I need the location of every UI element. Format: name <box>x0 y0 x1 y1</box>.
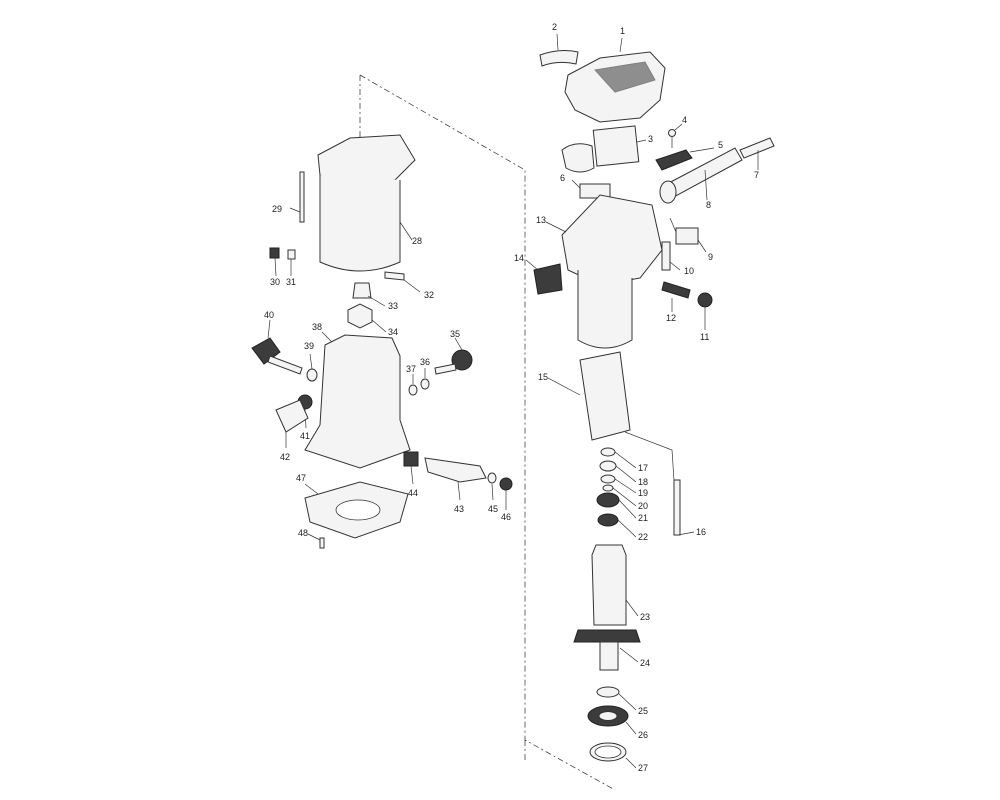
release-lever <box>424 457 487 501</box>
nut-46 <box>499 477 513 510</box>
part-label-17: 17 <box>638 463 648 473</box>
part-label-19: 19 <box>638 488 648 498</box>
assembly-boundary-line <box>359 74 616 791</box>
part-label-37: 37 <box>406 364 416 374</box>
retaining-ring <box>596 686 637 711</box>
part-label-24: 24 <box>640 658 650 668</box>
part-label-38: 38 <box>312 322 322 332</box>
part-label-15: 15 <box>538 372 548 382</box>
part-label-9: 9 <box>708 252 713 262</box>
brush-holder <box>661 241 681 271</box>
part-label-46: 46 <box>501 512 511 522</box>
part-label-42: 42 <box>280 452 290 462</box>
motor-housing <box>545 194 663 349</box>
part-label-25: 25 <box>638 706 648 716</box>
brush-cap <box>697 292 713 330</box>
part-label-48: 48 <box>298 528 308 538</box>
part-label-8: 8 <box>706 200 711 210</box>
part-label-6: 6 <box>560 173 565 183</box>
washer-45 <box>487 472 497 501</box>
part-label-2: 2 <box>552 22 557 32</box>
lock-lever <box>251 319 303 375</box>
part-labels: 1 2 3 4 5 6 7 8 9 10 11 12 13 14 15 16 1… <box>264 22 759 773</box>
switch-unit <box>561 125 647 173</box>
cord-clamp <box>655 147 715 171</box>
part-label-10: 10 <box>684 266 694 276</box>
base-plate-screw <box>307 533 325 549</box>
base-screw <box>289 171 305 223</box>
ball-bearing <box>587 705 637 735</box>
part-label-14: 14 <box>514 253 524 263</box>
part-label-4: 4 <box>682 115 687 125</box>
bracket <box>275 399 309 448</box>
part-label-36: 36 <box>420 357 430 367</box>
switch-lever <box>525 259 563 295</box>
part-label-26: 26 <box>638 730 648 740</box>
part-label-12: 12 <box>666 313 676 323</box>
clamp-bolt <box>352 282 386 307</box>
part-label-32: 32 <box>424 290 434 300</box>
part-label-7: 7 <box>754 170 759 180</box>
part-label-18: 18 <box>638 477 648 487</box>
part-label-5: 5 <box>718 140 723 150</box>
part-label-3: 3 <box>648 134 653 144</box>
release-button <box>403 451 419 485</box>
part-label-16: 16 <box>696 527 706 537</box>
spacer-ring <box>589 742 637 769</box>
part-label-41: 41 <box>300 431 310 441</box>
switch-screw <box>668 123 683 148</box>
fixed-base <box>317 134 416 272</box>
part-label-30: 30 <box>270 277 280 287</box>
part-label-39: 39 <box>304 341 314 351</box>
bearing-stack <box>596 447 637 538</box>
part-label-45: 45 <box>488 504 498 514</box>
cord-guard <box>659 147 743 204</box>
depth-stop-block <box>269 247 280 277</box>
part-label-43: 43 <box>454 504 464 514</box>
lock-washer <box>306 353 318 382</box>
part-label-35: 35 <box>450 329 460 339</box>
field-stator <box>547 351 631 441</box>
washer <box>420 368 430 390</box>
armature <box>591 544 639 626</box>
plunge-base <box>304 331 411 469</box>
knob-screw <box>434 337 473 375</box>
fan <box>573 629 641 671</box>
part-label-44: 44 <box>408 488 418 498</box>
part-label-27: 27 <box>638 763 648 773</box>
washer-small <box>408 374 418 396</box>
part-label-28: 28 <box>412 236 422 246</box>
part-label-31: 31 <box>286 277 296 287</box>
part-label-20: 20 <box>638 501 648 511</box>
part-label-29: 29 <box>272 204 282 214</box>
small-spring <box>287 249 296 276</box>
label-plate <box>539 33 579 67</box>
part-label-1: 1 <box>620 26 625 36</box>
motor-housing-cover <box>564 37 666 123</box>
part-label-34: 34 <box>388 327 398 337</box>
terminal-block <box>571 179 611 199</box>
field-screw <box>624 431 695 536</box>
part-label-40: 40 <box>264 310 274 320</box>
part-label-11: 11 <box>700 332 709 342</box>
brush-spring <box>661 281 691 312</box>
power-cord <box>739 137 775 170</box>
part-label-21: 21 <box>638 513 648 523</box>
part-label-13: 13 <box>536 215 546 225</box>
part-label-33: 33 <box>388 301 398 311</box>
carbon-brush <box>669 217 707 253</box>
part-label-22: 22 <box>638 532 648 542</box>
base-plate <box>304 481 409 539</box>
part-label-47: 47 <box>296 473 306 483</box>
hex-nut <box>347 303 387 333</box>
part-label-23: 23 <box>640 612 650 622</box>
pin <box>384 271 421 293</box>
